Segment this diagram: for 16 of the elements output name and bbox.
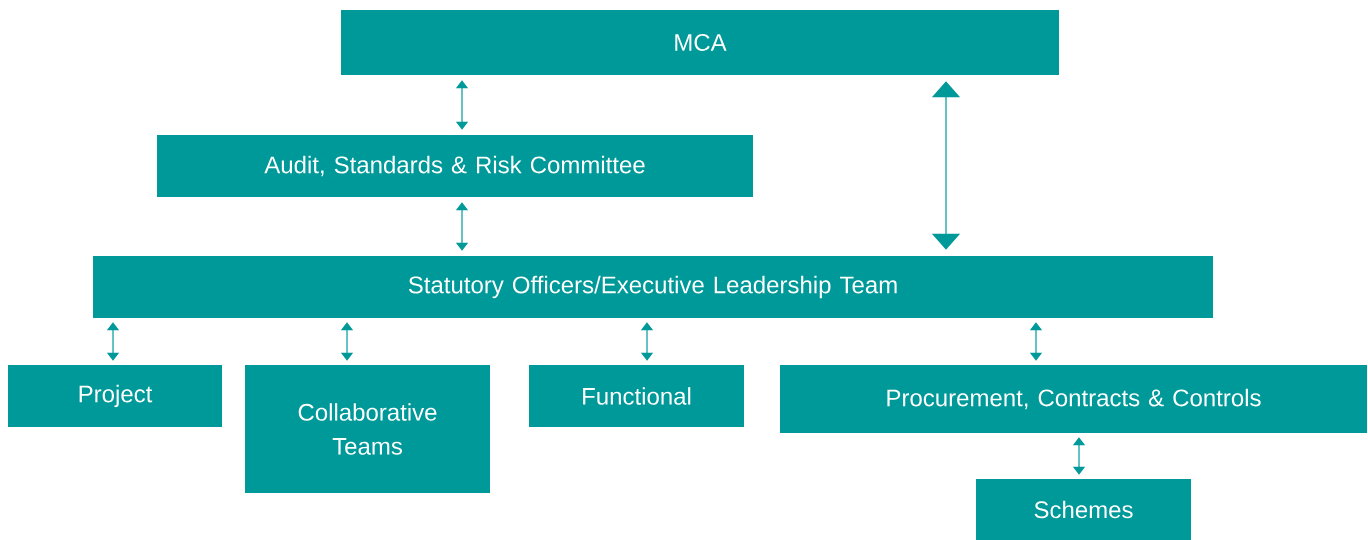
unit-box: Schemes — [976, 479, 1191, 540]
double-arrow — [455, 202, 469, 251]
double-arrow — [931, 81, 961, 250]
double-arrow — [1072, 437, 1086, 475]
unit-box: Functional — [529, 365, 744, 427]
double-arrow — [455, 80, 469, 130]
double-arrow — [640, 322, 654, 361]
unit-box: Collaborative Teams — [245, 365, 490, 493]
double-arrow — [340, 322, 354, 361]
unit-box: Project — [8, 365, 222, 427]
org-box: Audit, Standards & Risk Committee — [157, 135, 753, 197]
double-arrow — [106, 322, 120, 361]
double-arrow — [1029, 322, 1043, 361]
org-box: Statutory Officers/Executive Leadership Team — [93, 256, 1213, 318]
org-box: MCA — [341, 10, 1059, 75]
unit-box: Procurement, Contracts & Controls — [780, 365, 1367, 433]
